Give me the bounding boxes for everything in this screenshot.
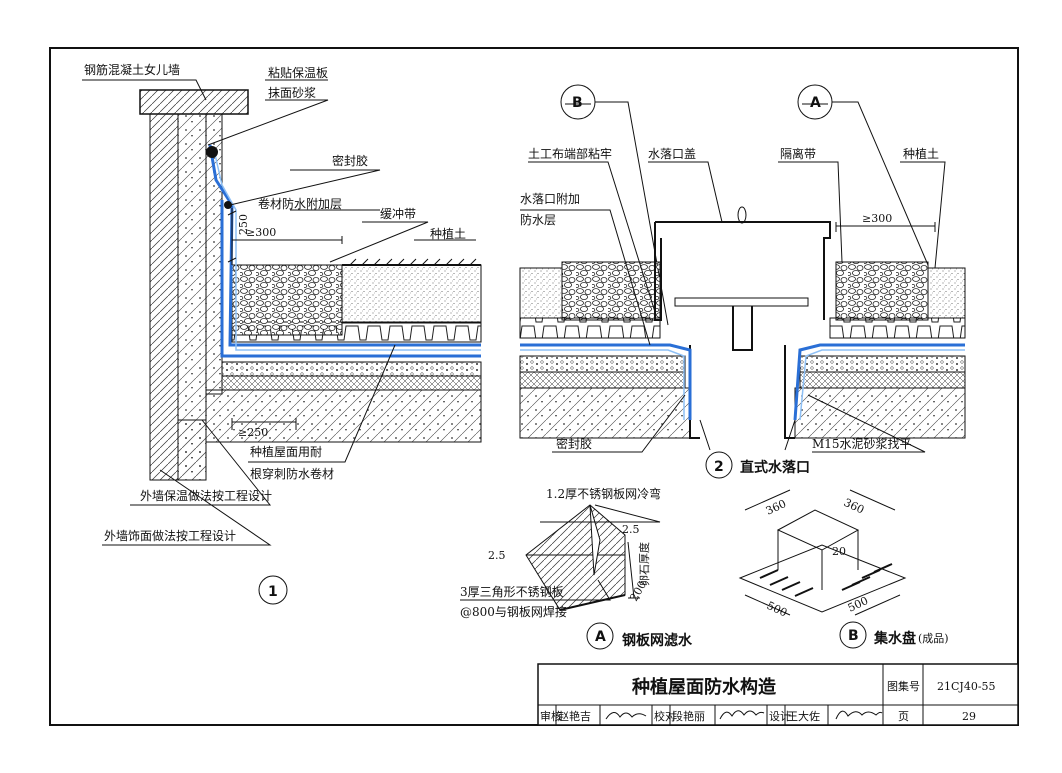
label-soil: 种植土 [430, 226, 466, 241]
label-parapet: 钢筋混凝土女儿墙 [84, 62, 180, 77]
dim-250-horizontal: ≥250 [238, 426, 268, 439]
detail-a-title: 钢板网滤水 [622, 632, 693, 649]
label-soil-2: 种植土 [903, 146, 939, 161]
check-name: 段艳丽 [672, 709, 705, 723]
sheet-title: 种植屋面防水构造 [631, 676, 776, 698]
label-drain-extra-1: 水落口附加 [520, 192, 580, 206]
detail-2-number: 2 [714, 459, 724, 475]
label-tri-plate-2: @800与钢板网焊接 [460, 604, 567, 619]
check-signature [719, 710, 765, 720]
review-name: 赵艳吉 [558, 709, 591, 723]
dim-500-right: 500 [846, 594, 871, 615]
label-sealant-2: 密封胶 [556, 436, 592, 451]
label-drain-cover: 水落口盖 [648, 147, 696, 161]
page-label: 页 [898, 710, 909, 723]
title-block [537, 663, 1019, 726]
detail-b-collector [738, 489, 907, 649]
label-plaster: 抹面砂浆 [268, 85, 316, 100]
frame-border [49, 47, 1019, 726]
detail-b-number: B [848, 628, 859, 644]
dim-2-5-right: 2.5 [622, 523, 640, 536]
ref-b-symbol: B [572, 95, 583, 111]
review-signature [605, 712, 647, 720]
dim-300: ≥300 [246, 226, 276, 239]
label-sealant: 密封胶 [332, 153, 368, 168]
label-root-membrane-1: 种植屋面用耐 [250, 444, 322, 459]
detail-1-number: 1 [268, 584, 278, 600]
dim-300-b: ≥300 [862, 212, 892, 225]
atlas-number: 21CJ40-55 [937, 680, 996, 693]
detail-a-number: A [595, 629, 606, 645]
dim-20: 20 [832, 545, 846, 558]
label-pebble-thickness: 卵石厚度 [637, 542, 651, 586]
detail-2-title: 直式水落口 [740, 459, 810, 476]
label-geotextile: 土工布端部粘牢 [528, 146, 612, 161]
check-label: 校对 [654, 709, 676, 723]
dim-500-left: 500 [765, 599, 790, 620]
atlas-label: 图集号 [887, 679, 920, 693]
label-mesh: 1.2厚不锈钢板网冷弯 [546, 486, 661, 501]
design-label: 设计 [769, 710, 791, 723]
page-number: 29 [962, 710, 976, 723]
design-signature [835, 710, 883, 720]
dim-360-right: 360 [842, 496, 867, 517]
detail-b-subtitle: (成品) [918, 632, 949, 645]
label-root-membrane-2: 根穿刺防水卷材 [250, 466, 334, 481]
dim-2-5-left: 2.5 [488, 549, 506, 562]
label-isolation: 隔离带 [780, 146, 816, 161]
detail-a-mesh [460, 504, 661, 650]
label-ext-insulation: 外墙保温做法按工程设计 [140, 488, 272, 503]
review-label: 审核 [540, 709, 562, 723]
label-insulation: 粘贴保温板 [268, 65, 328, 80]
label-tri-plate-1: 3厚三角形不锈钢板 [460, 585, 564, 599]
label-buffer: 缓冲带 [380, 206, 416, 221]
detail-2-drain [519, 84, 966, 479]
label-m15: M15水泥砂浆找平 [812, 436, 912, 451]
label-ext-finish: 外墙饰面做法按工程设计 [104, 528, 236, 543]
design-name: 王大佐 [787, 709, 820, 723]
detail-1-parapet [82, 79, 482, 605]
detail-b-title: 集水盘 [873, 630, 916, 647]
label-drain-extra-2: 防水层 [520, 212, 556, 227]
label-extra-layer: 卷材防水附加层 [258, 196, 342, 211]
ref-a-symbol: A [810, 95, 821, 111]
dim-250-vertical: 250 [237, 214, 250, 235]
